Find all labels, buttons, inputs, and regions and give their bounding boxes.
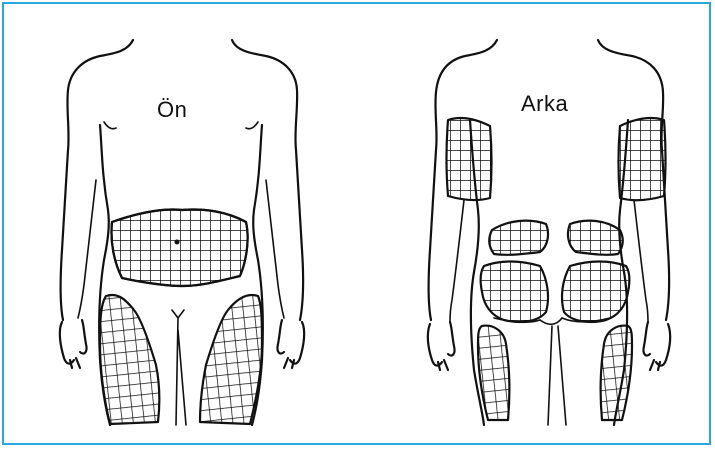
front-right-inner-arm xyxy=(266,180,284,318)
back-right-thigh-zone xyxy=(601,326,632,420)
back-left-inner-arm xyxy=(450,200,464,322)
back-left-arm-zone xyxy=(447,118,492,200)
back-left-flank-zone xyxy=(489,221,548,255)
front-navel xyxy=(175,240,180,245)
front-left-hand xyxy=(60,320,87,368)
front-right-thigh-zone xyxy=(200,295,262,424)
back-right-inner-arm xyxy=(634,200,648,322)
back-right-arm-zone xyxy=(619,118,666,200)
back-right-buttock-zone xyxy=(562,262,629,322)
back-right-flank-zone xyxy=(568,221,623,255)
front-abdomen-grid xyxy=(111,210,247,287)
front-chest-line-right xyxy=(246,122,258,129)
back-left-buttock-zone xyxy=(481,262,548,322)
front-left-inner-arm xyxy=(78,180,96,318)
front-chest-line xyxy=(104,122,116,129)
back-left-hand xyxy=(428,322,455,370)
back-left-thigh-zone xyxy=(478,326,509,420)
front-label: Ön xyxy=(157,97,187,123)
back-buttock-crease xyxy=(540,318,566,425)
back-right-hand xyxy=(643,322,670,370)
front-neck-shoulders-right xyxy=(232,40,303,320)
back-label: Arka xyxy=(521,91,568,117)
front-left-thigh-zone xyxy=(100,295,159,424)
front-crotch xyxy=(172,310,186,425)
front-right-hand xyxy=(277,320,304,368)
